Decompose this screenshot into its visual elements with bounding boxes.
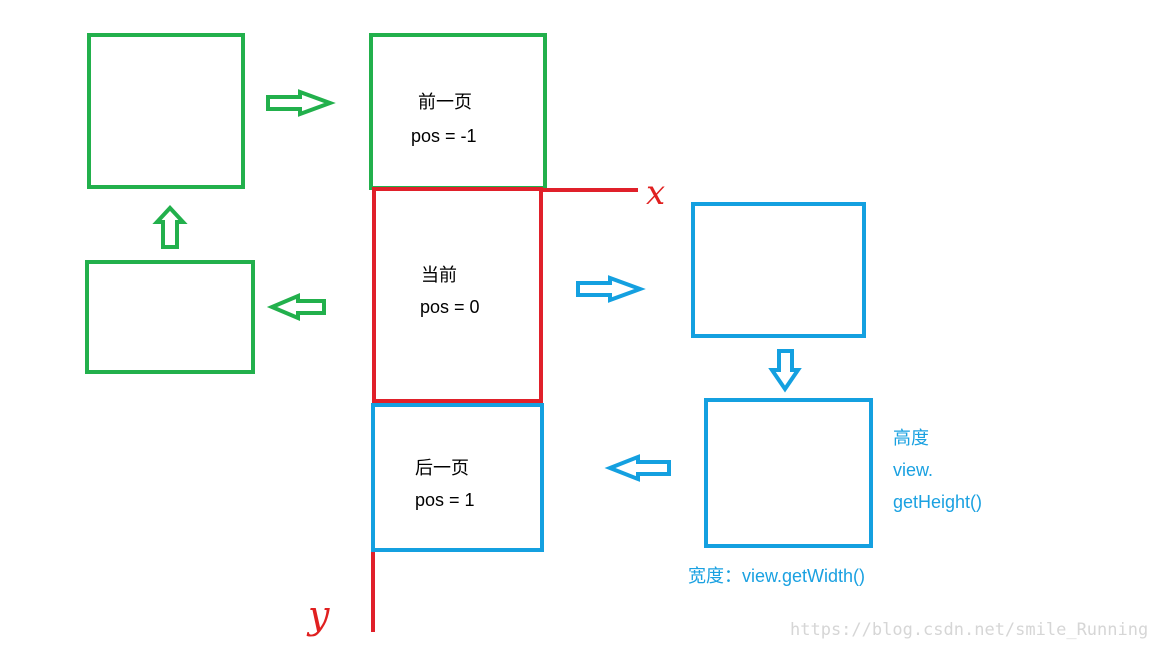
green-arrow-left: [266, 292, 326, 322]
blue-arrow-right: [576, 275, 646, 303]
height-label: 高度: [893, 428, 929, 448]
y-axis-label: y: [306, 593, 330, 637]
x-axis-label: x: [646, 173, 665, 213]
height-code-line-1: view.: [893, 460, 933, 480]
green-arrow-right: [266, 89, 336, 117]
height-code-line-2: getHeight(): [893, 492, 982, 512]
current-page-pos: pos = 0: [420, 297, 480, 317]
blue-arrow-left: [604, 454, 671, 482]
green-box-top-left: [87, 33, 245, 189]
current-page-box: [372, 187, 543, 403]
prev-page-pos: pos = -1: [411, 126, 477, 146]
current-page-title: 当前: [421, 265, 457, 285]
next-page-title: 后一页: [415, 458, 469, 478]
width-label: 宽度：view.getWidth(): [688, 566, 865, 586]
green-box-left: [85, 260, 255, 374]
blue-arrow-down: [768, 349, 802, 393]
next-page-pos: pos = 1: [415, 490, 475, 510]
green-arrow-up: [152, 205, 188, 249]
next-page-box: [371, 403, 544, 552]
prev-page-title: 前一页: [418, 92, 472, 112]
blue-box-bottom-right: [704, 398, 873, 548]
blue-box-top-right: [691, 202, 866, 338]
watermark: https://blog.csdn.net/smile_Running: [790, 620, 1148, 640]
